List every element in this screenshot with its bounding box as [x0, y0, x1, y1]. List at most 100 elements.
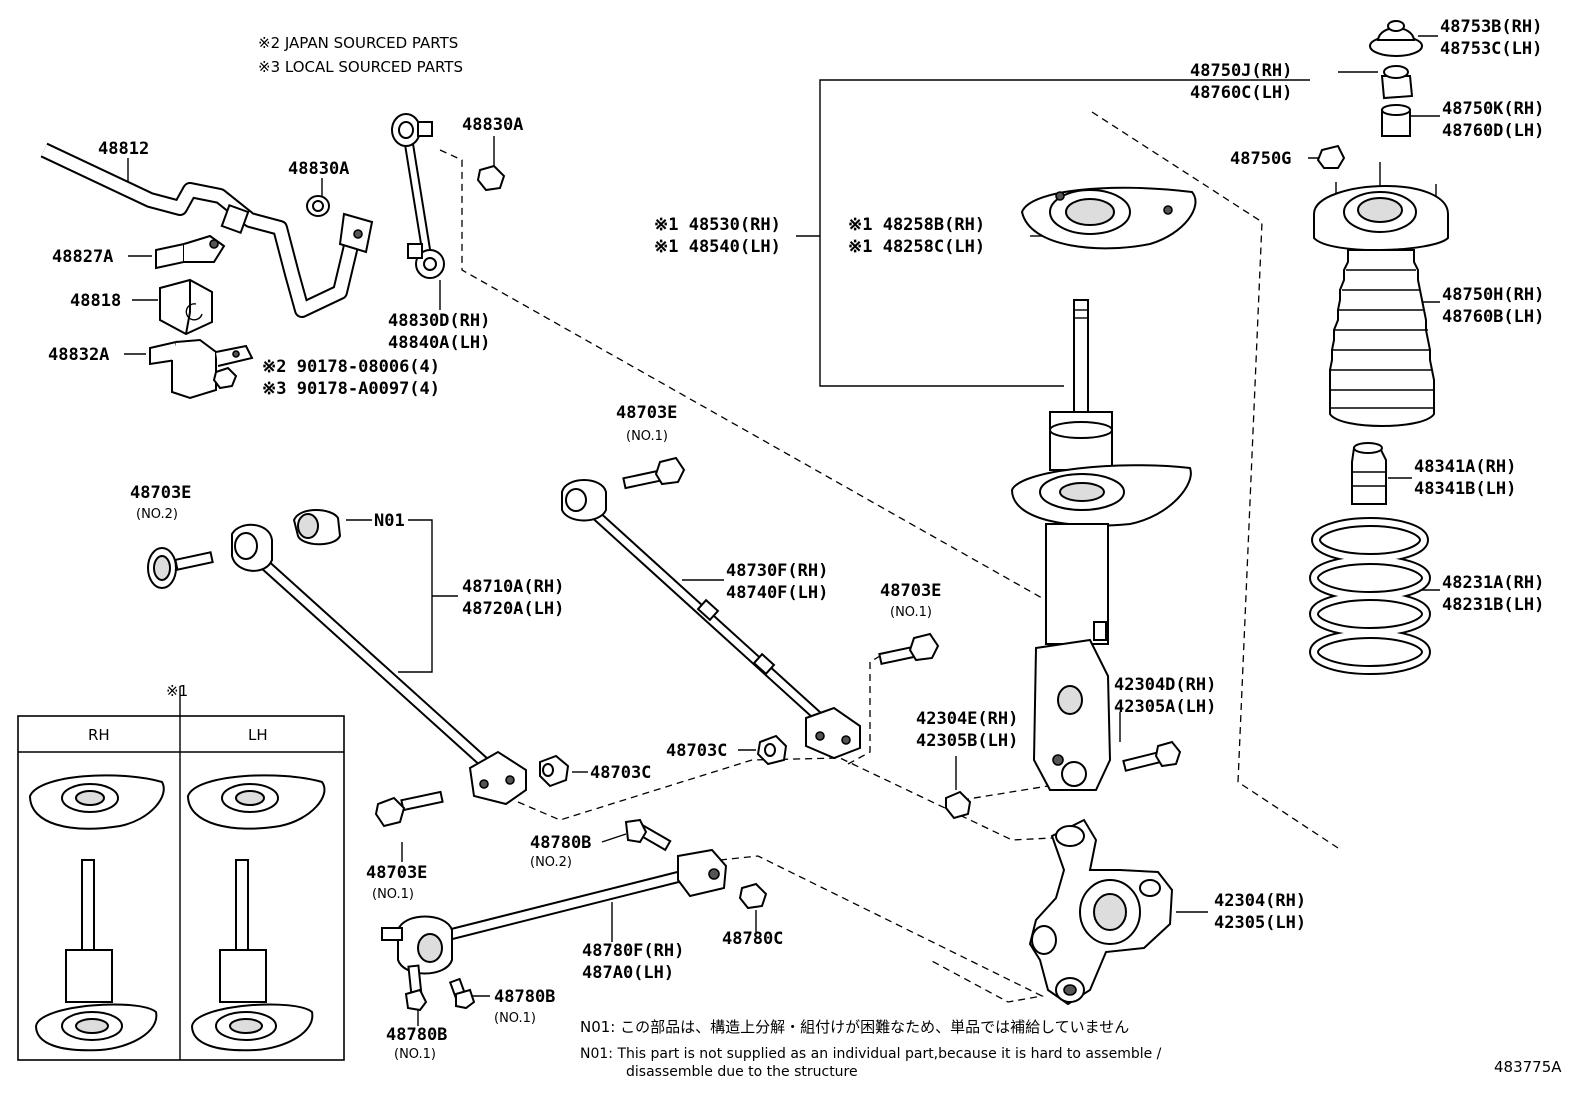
- label-42305b[interactable]: 42305B(LH): [916, 731, 1018, 751]
- strut-upper-support-48258[interactable]: [1020, 186, 1197, 250]
- nut-48830a-right[interactable]: [476, 164, 506, 192]
- nut-42304e[interactable]: [945, 790, 972, 820]
- nut-48750g[interactable]: [1316, 144, 1346, 169]
- label-48341b[interactable]: 48341B(LH): [1414, 479, 1516, 499]
- label-48760d[interactable]: 48760D(LH): [1442, 121, 1544, 141]
- inset-mark: ※1: [166, 682, 188, 700]
- legend-local: ※3 LOCAL SOURCED PARTS: [258, 58, 463, 76]
- bolt-48703e-no1-right[interactable]: [878, 632, 940, 666]
- bolt-42304d[interactable]: [1122, 740, 1182, 772]
- label-48753b[interactable]: 48753B(RH): [1440, 17, 1542, 37]
- label-48720a[interactable]: 48720A(LH): [462, 599, 564, 619]
- label-48780b-no1-right[interactable]: 48780B: [494, 987, 555, 1007]
- note-jp: N01: この部品は、構造上分解・組付けが困難なため、単品では補給していません: [580, 1018, 1129, 1036]
- label-90178-08006[interactable]: ※2 90178-08006(4): [262, 357, 440, 377]
- inset-panel: [17, 686, 345, 1061]
- note-en-line1: N01: This part is not supplied as an ind…: [580, 1046, 1162, 1062]
- label-48231b[interactable]: 48231B(LH): [1442, 595, 1544, 615]
- label-48258c[interactable]: ※1 48258C(LH): [848, 237, 985, 257]
- label-48740f[interactable]: 48740F(LH): [726, 583, 828, 603]
- control-arm-48780f[interactable]: [381, 848, 728, 975]
- lower-arm-48730f[interactable]: [561, 479, 861, 760]
- bump-stopper-48341a[interactable]: [1351, 442, 1387, 505]
- label-48750h[interactable]: 48750H(RH): [1442, 285, 1544, 305]
- part-labels: 48753B(RH) 48753C(LH) 48750J(RH) 48760C(…: [48, 17, 1544, 1062]
- stabilizer-bushing-48818[interactable]: [159, 278, 213, 336]
- label-48341a[interactable]: 48341A(RH): [1414, 457, 1516, 477]
- label-48231a[interactable]: 48231A(RH): [1442, 573, 1544, 593]
- label-487a0[interactable]: 487A0(LH): [582, 963, 674, 983]
- label-48830d[interactable]: 48830D(RH): [388, 311, 490, 331]
- spacer-48750k[interactable]: [1381, 104, 1411, 137]
- label-42304d[interactable]: 42304D(RH): [1114, 675, 1216, 695]
- label-48780f[interactable]: 48780F(RH): [582, 941, 684, 961]
- steering-knuckle-42304[interactable]: [1028, 818, 1174, 1006]
- label-48703c-right[interactable]: 48703C: [666, 741, 727, 761]
- label-48780b-no1-left-sub: (NO.1): [394, 1047, 436, 1062]
- label-48530[interactable]: ※1 48530(RH): [654, 215, 781, 235]
- bushing-bracket-48827a[interactable]: [155, 234, 226, 270]
- label-48818[interactable]: 48818: [70, 291, 121, 311]
- label-48832a[interactable]: 48832A: [48, 345, 109, 365]
- nut-48780c[interactable]: [738, 882, 768, 910]
- nut-48830a-left[interactable]: [306, 195, 330, 217]
- nut-48703c-left[interactable]: [539, 754, 570, 788]
- inset-rh-parts: [28, 774, 165, 1052]
- label-48760c[interactable]: 48760C(LH): [1190, 83, 1292, 103]
- cap-48753b[interactable]: [1369, 20, 1423, 57]
- label-48703e-right-sub: (NO.1): [890, 605, 932, 620]
- bolt-48780b-no1-b[interactable]: [448, 977, 476, 1010]
- label-42305a[interactable]: 42305A(LH): [1114, 697, 1216, 717]
- legend-japan: ※2 JAPAN SOURCED PARTS: [258, 34, 458, 52]
- label-48812[interactable]: 48812: [98, 139, 149, 159]
- nut-90178[interactable]: [212, 366, 238, 390]
- label-48258b[interactable]: ※1 48258B(RH): [848, 215, 985, 235]
- label-48730f[interactable]: 48730F(RH): [726, 561, 828, 581]
- label-48760b[interactable]: 48760B(LH): [1442, 307, 1544, 327]
- label-48827a[interactable]: 48827A: [52, 247, 113, 267]
- label-n01[interactable]: N01: [374, 511, 405, 531]
- label-48753c[interactable]: 48753C(LH): [1440, 39, 1542, 59]
- bolt-48703e-no1-upper[interactable]: [622, 456, 686, 490]
- bushing-bracket-48832a[interactable]: [149, 338, 254, 400]
- nut-48703c-right[interactable]: [756, 734, 788, 766]
- label-48780c[interactable]: 48780C: [722, 929, 783, 949]
- label-48830a-left[interactable]: 48830A: [288, 159, 349, 179]
- label-48750j[interactable]: 48750J(RH): [1190, 61, 1292, 81]
- stabilizer-bar[interactable]: [40, 142, 374, 318]
- label-48703e-no2-sub: (NO.2): [136, 507, 178, 522]
- label-48750g[interactable]: 48750G: [1230, 149, 1291, 169]
- lower-arm-48710a[interactable]: [231, 523, 527, 806]
- label-48780b-no2[interactable]: 48780B: [530, 833, 591, 853]
- inset-col-lh: LH: [248, 726, 268, 744]
- label-42304e[interactable]: 42304E(RH): [916, 709, 1018, 729]
- label-42305[interactable]: 42305(LH): [1214, 913, 1306, 933]
- label-48780b-no1-left[interactable]: 48780B: [386, 1025, 447, 1045]
- label-48540[interactable]: ※1 48540(LH): [654, 237, 781, 257]
- label-48830a-right[interactable]: 48830A: [462, 115, 523, 135]
- shock-absorber-48530[interactable]: [1010, 299, 1192, 791]
- label-90178-a0097[interactable]: ※3 90178-A0097(4): [262, 379, 440, 399]
- label-48703c-left[interactable]: 48703C: [590, 763, 651, 783]
- label-48840a[interactable]: 48840A(LH): [388, 333, 490, 353]
- label-48703e-top[interactable]: 48703E: [616, 403, 677, 423]
- nut-48750j[interactable]: [1380, 65, 1414, 100]
- stabilizer-link[interactable]: [391, 113, 445, 279]
- label-48750k[interactable]: 48750K(RH): [1442, 99, 1544, 119]
- label-48703e-lower-sub: (NO.1): [372, 887, 414, 902]
- figure-id: 483775A: [1494, 1058, 1562, 1076]
- label-48703e-lower[interactable]: 48703E: [366, 863, 427, 883]
- upper-mount-48750h[interactable]: [1313, 162, 1449, 427]
- bolt-48703e-no2[interactable]: [147, 547, 214, 589]
- label-48780b-no2-sub: (NO.2): [530, 855, 572, 870]
- label-42304[interactable]: 42304(RH): [1214, 891, 1306, 911]
- bolt-48780b-no1-a[interactable]: [404, 964, 428, 1012]
- bolt-48703e-no1-lower[interactable]: [374, 790, 444, 828]
- label-48703e-no2[interactable]: 48703E: [130, 483, 191, 503]
- bushing-n01[interactable]: [292, 509, 342, 546]
- bolt-48780b-no2[interactable]: [624, 818, 672, 852]
- label-48710a[interactable]: 48710A(RH): [462, 577, 564, 597]
- label-48703e-right[interactable]: 48703E: [880, 581, 941, 601]
- inset-lh-parts: [186, 774, 326, 1052]
